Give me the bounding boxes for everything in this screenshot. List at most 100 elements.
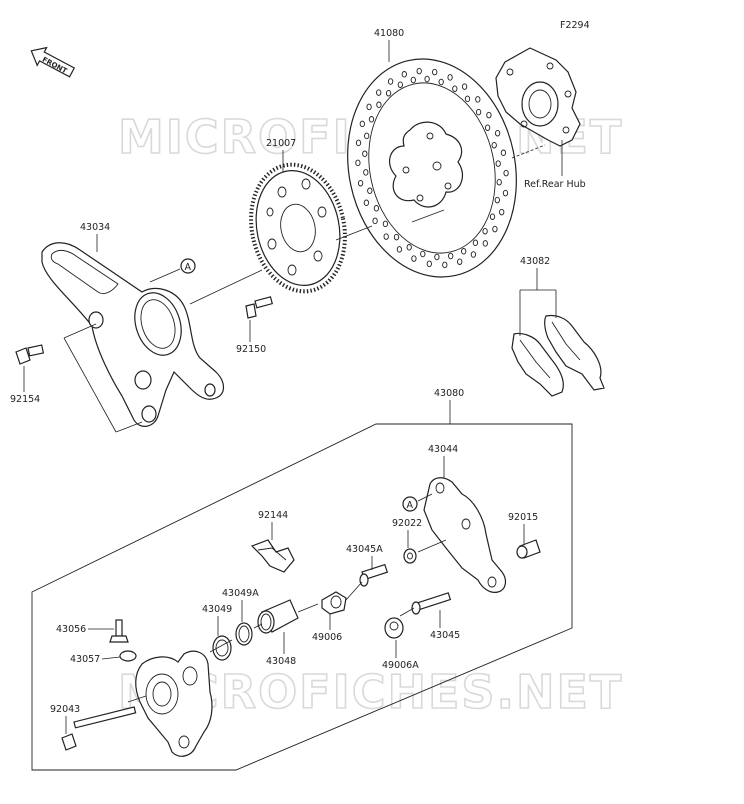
figure-code: F2294 xyxy=(560,20,590,31)
disc-hole xyxy=(426,260,432,268)
disc-hole xyxy=(484,124,491,131)
disc-hole xyxy=(401,71,407,78)
front-arrow-icon: FRONT xyxy=(30,46,76,78)
disc-hole xyxy=(472,239,479,247)
pin-43045a[interactable] xyxy=(359,563,389,587)
disc-hole xyxy=(434,253,440,261)
disc-hole xyxy=(382,220,389,228)
disc-hole xyxy=(424,75,430,83)
callout-a-circle-lower xyxy=(402,496,418,512)
disc-hole xyxy=(397,81,403,88)
sleeve-92015[interactable] xyxy=(516,539,541,559)
disc-hole xyxy=(452,85,458,92)
caliper-bracket[interactable] xyxy=(41,242,225,427)
disc-hole xyxy=(364,132,370,140)
disc-hole xyxy=(359,120,365,128)
label-43049a: 43049A xyxy=(222,588,259,599)
disc-hole xyxy=(387,78,394,85)
caliper-holder[interactable] xyxy=(423,477,507,593)
disc-hole xyxy=(482,227,488,235)
boot-49006[interactable] xyxy=(321,591,347,615)
disc-hole xyxy=(447,74,453,81)
disc-hole xyxy=(383,233,389,240)
label-92150: 92150 xyxy=(236,344,266,355)
label-43044: 43044 xyxy=(428,444,458,455)
disc-hole xyxy=(438,78,444,86)
disc-hole xyxy=(448,252,454,260)
disc-hole xyxy=(475,108,482,116)
disc-hole xyxy=(500,149,507,157)
disc-hole xyxy=(495,160,501,167)
label-43045a: 43045A xyxy=(346,544,383,555)
disc-hole xyxy=(503,169,509,177)
disc-hole xyxy=(376,89,382,96)
disc-hole xyxy=(486,111,492,119)
label-92022: 92022 xyxy=(392,518,422,529)
callout-a-top: A xyxy=(185,262,192,273)
label-43049: 43049 xyxy=(202,604,232,615)
disc-hole xyxy=(396,246,403,253)
abs-sensor-ring[interactable] xyxy=(240,156,357,300)
disc-hole xyxy=(362,150,368,158)
label-43082: 43082 xyxy=(520,256,550,267)
disc-hole xyxy=(470,251,477,258)
disc-hole xyxy=(464,95,471,103)
disc-hole xyxy=(442,261,448,269)
ref-rear-hub-label: Ref.Rear Hub xyxy=(524,179,586,190)
disc-hole xyxy=(376,101,382,109)
disc-hole xyxy=(366,103,372,111)
disc-hole xyxy=(406,244,412,251)
disc-hole xyxy=(482,240,488,247)
label-92144: 92144 xyxy=(258,510,288,521)
label-92015: 92015 xyxy=(508,512,538,523)
bolt-92150[interactable] xyxy=(245,296,274,319)
rear-hub[interactable] xyxy=(495,47,581,147)
label-41080: 41080 xyxy=(374,28,404,39)
caliper-body[interactable] xyxy=(135,650,213,757)
label-43048: 43048 xyxy=(266,656,296,667)
brake-disc[interactable] xyxy=(328,43,536,293)
bolt-92154[interactable] xyxy=(15,344,45,365)
callout-a-lower: A xyxy=(407,500,414,511)
disc-hole xyxy=(491,141,497,149)
bleed-cap[interactable] xyxy=(119,650,137,662)
label-43034: 43034 xyxy=(80,222,110,233)
disc-hole xyxy=(385,89,392,97)
bleed-valve[interactable] xyxy=(109,619,129,643)
disc-hole xyxy=(355,139,362,147)
disc-hole xyxy=(475,96,481,103)
callout-a-circle xyxy=(180,258,196,274)
brake-pads[interactable] xyxy=(511,314,605,397)
label-92043: 92043 xyxy=(50,704,80,715)
boot-49006a[interactable] xyxy=(384,617,404,639)
disc-hole xyxy=(363,199,370,207)
disc-hole xyxy=(411,255,417,262)
piston-43048[interactable] xyxy=(257,599,299,634)
disc-hole xyxy=(368,116,375,123)
disc-hole xyxy=(357,179,364,187)
pin-43045[interactable] xyxy=(411,592,452,615)
collar-92022[interactable] xyxy=(403,548,417,564)
label-43080: 43080 xyxy=(434,388,464,399)
disc-hole xyxy=(461,83,468,90)
label-92154: 92154 xyxy=(10,394,40,405)
disc-hole xyxy=(410,76,416,84)
label-43045: 43045 xyxy=(430,630,460,641)
bolt-92043[interactable] xyxy=(61,706,137,751)
disc-hole xyxy=(489,213,496,220)
label-49006: 49006 xyxy=(312,632,342,643)
seal-43049[interactable] xyxy=(212,635,232,661)
disc-hole xyxy=(355,159,361,167)
caliper-assembly-frame xyxy=(31,423,573,771)
label-49006a: 49006A xyxy=(382,660,419,671)
seal-43049a[interactable] xyxy=(235,622,253,646)
disc-hole xyxy=(461,248,467,255)
label-43056: 43056 xyxy=(56,624,86,635)
disc-hole xyxy=(393,233,400,241)
pad-spring[interactable] xyxy=(250,539,295,573)
disc-hole xyxy=(373,205,380,212)
disc-hole xyxy=(494,129,501,137)
disc-hole xyxy=(416,67,422,75)
disc-hole xyxy=(367,187,373,195)
